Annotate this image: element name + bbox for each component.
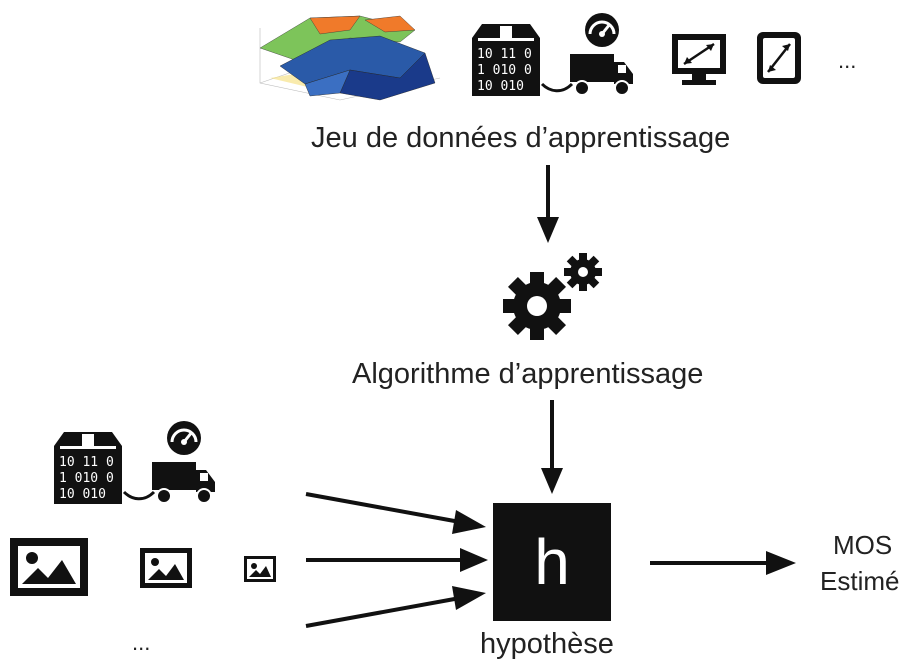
input-arrows bbox=[300, 480, 490, 640]
tablet-resolution-icon bbox=[755, 30, 803, 86]
arrow-dataset-to-algorithm bbox=[533, 165, 563, 245]
arrow-algorithm-to-hypothesis bbox=[537, 400, 567, 496]
hypothesis-label: hypothèse bbox=[480, 628, 614, 660]
training-dataset-label: Jeu de données d’apprentissage bbox=[311, 122, 731, 154]
surface-plot-thumbnail bbox=[250, 8, 450, 103]
top-ellipsis: ... bbox=[838, 48, 857, 73]
image-icon bbox=[10, 538, 88, 596]
learning-algorithm-label: Algorithme d’apprentissage bbox=[352, 358, 704, 390]
output-estime-label: Estimé bbox=[820, 566, 900, 596]
output-mos-label: MOS bbox=[833, 530, 893, 560]
image-icon bbox=[140, 548, 192, 588]
binary-row: 10 11 0 bbox=[477, 47, 532, 62]
hypothesis-box: h bbox=[493, 503, 611, 621]
monitor-resolution-icon bbox=[670, 32, 728, 88]
binary-row: 1 010 0 bbox=[477, 63, 532, 78]
binary-row: 1 010 0 bbox=[59, 471, 114, 486]
binary-row: 10 11 0 bbox=[59, 455, 114, 470]
truck-speedometer-icon bbox=[122, 420, 217, 506]
binary-row: 10 010 bbox=[477, 79, 524, 94]
truck-speedometer-icon bbox=[540, 12, 635, 98]
output-arrow bbox=[650, 548, 800, 578]
binary-data-box-icon: 10 11 0 1 010 0 10 010 bbox=[52, 430, 124, 506]
bottom-ellipsis: ... bbox=[132, 630, 151, 655]
binary-data-box-icon: 10 11 0 1 010 0 10 010 bbox=[470, 22, 542, 98]
gears-icon bbox=[495, 250, 607, 342]
binary-row: 10 010 bbox=[59, 487, 106, 502]
image-icon bbox=[244, 556, 276, 582]
